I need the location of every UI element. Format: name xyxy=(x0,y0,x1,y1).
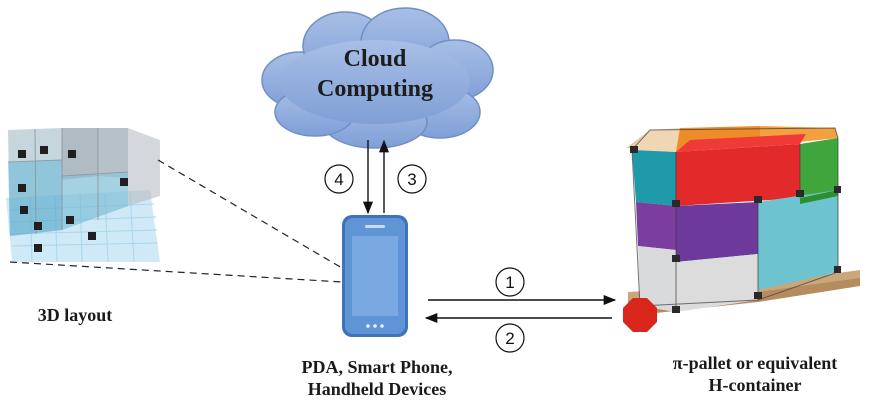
device-label: PDA, Smart Phone, Handheld Devices xyxy=(262,356,492,400)
cloud-computing-shape xyxy=(261,7,494,149)
cloud-label-line1: Cloud xyxy=(343,46,407,72)
pi-container-image xyxy=(626,126,860,316)
step-circle-2: 2 xyxy=(495,323,525,353)
step-circle-4: 4 xyxy=(324,164,354,194)
container-label-line2: H-container xyxy=(708,375,802,395)
device-label-line2: Handheld Devices xyxy=(307,379,447,399)
projection-lines xyxy=(9,159,343,283)
container-label: π-pallet or equivalent H-container xyxy=(640,352,870,396)
layout-3d-label: 3D layout xyxy=(37,305,113,325)
device-label-line1: PDA, Smart Phone, xyxy=(301,357,453,377)
container-label-line1: π-pallet or equivalent xyxy=(672,353,838,373)
tag-octagon-icon xyxy=(623,298,657,332)
arrows xyxy=(362,139,617,324)
step-number-2: 2 xyxy=(505,329,514,348)
layout-3d-image xyxy=(6,128,160,263)
step-circle-1: 1 xyxy=(495,267,525,297)
step-number-4: 4 xyxy=(334,170,343,189)
smart-phone-icon xyxy=(342,215,408,337)
step-number-1: 1 xyxy=(505,273,514,292)
step-number-3: 3 xyxy=(407,170,416,189)
cloud-label-line2: Computing xyxy=(316,76,434,102)
step-circle-3: 3 xyxy=(397,164,427,194)
cloud-label: Cloud Computing xyxy=(300,44,450,104)
